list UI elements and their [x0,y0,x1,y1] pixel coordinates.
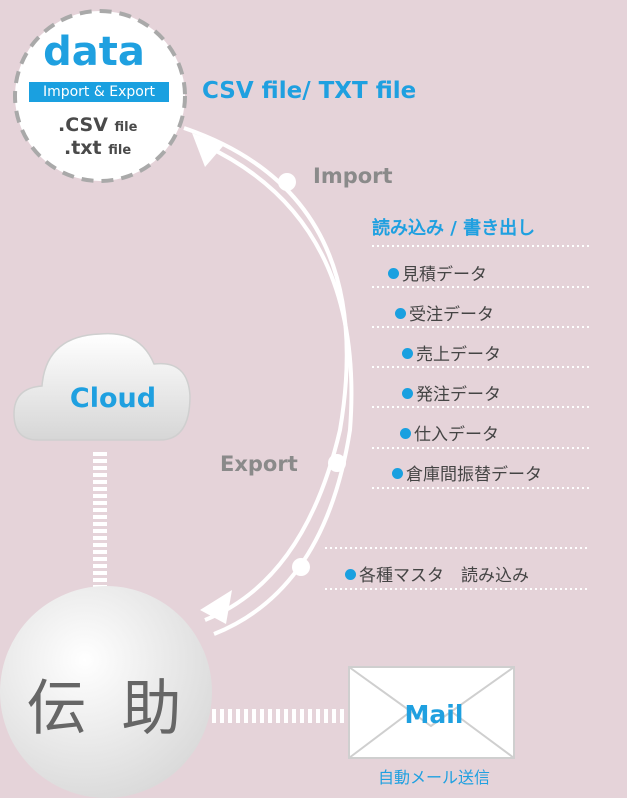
export-arrowhead [192,133,224,167]
list-separators [325,245,590,590]
list-item: 受注データ [395,300,494,325]
import-node [278,173,296,191]
import-export-badge: Import & Export [29,82,169,102]
txt-file-line: .txt file [64,137,131,162]
list-item: 発注データ [402,380,501,405]
txt-ext: .txt [64,137,102,159]
master-node [292,558,310,576]
app-circle [0,586,212,798]
export-label: Export [220,452,298,476]
bullet-icon [388,268,399,279]
bullet-icon [392,468,403,479]
bullet-icon [345,569,356,580]
export-arc [203,143,354,636]
read-write-heading: 読み込み / 書き出し [372,218,536,239]
data-title: data [43,29,145,75]
mail-flap [348,666,515,728]
bullet-icon [402,388,413,399]
cloud-shape [13,332,191,441]
list-item: 売上データ [402,340,501,365]
mail-envelope [348,666,515,759]
mail-flap-bottom [348,711,411,759]
txt-word: file [108,143,132,158]
csv-ext: .CSV [58,114,108,136]
master-list-item: 各種マスタ 読み込み [345,561,529,586]
import-label: Import [313,164,393,188]
file-types-title: CSV file/ TXT file [202,78,417,104]
cloud-label: Cloud [69,383,157,414]
list-item: 倉庫間振替データ [392,460,542,485]
bullet-icon [395,308,406,319]
csv-file-line: .CSV file [58,114,137,139]
export-node [328,454,346,472]
bullet-icon [402,348,413,359]
csv-word: file [114,120,138,135]
mail-label: Mail [404,700,464,729]
import-arc [183,126,349,622]
mail-caption: 自動メール送信 [377,768,490,787]
list-item: 見積データ [388,260,487,285]
app-name: 伝 助 [26,674,190,744]
bullet-icon [400,428,411,439]
list-item: 仕入データ [400,420,499,445]
import-arrowhead [200,590,232,624]
